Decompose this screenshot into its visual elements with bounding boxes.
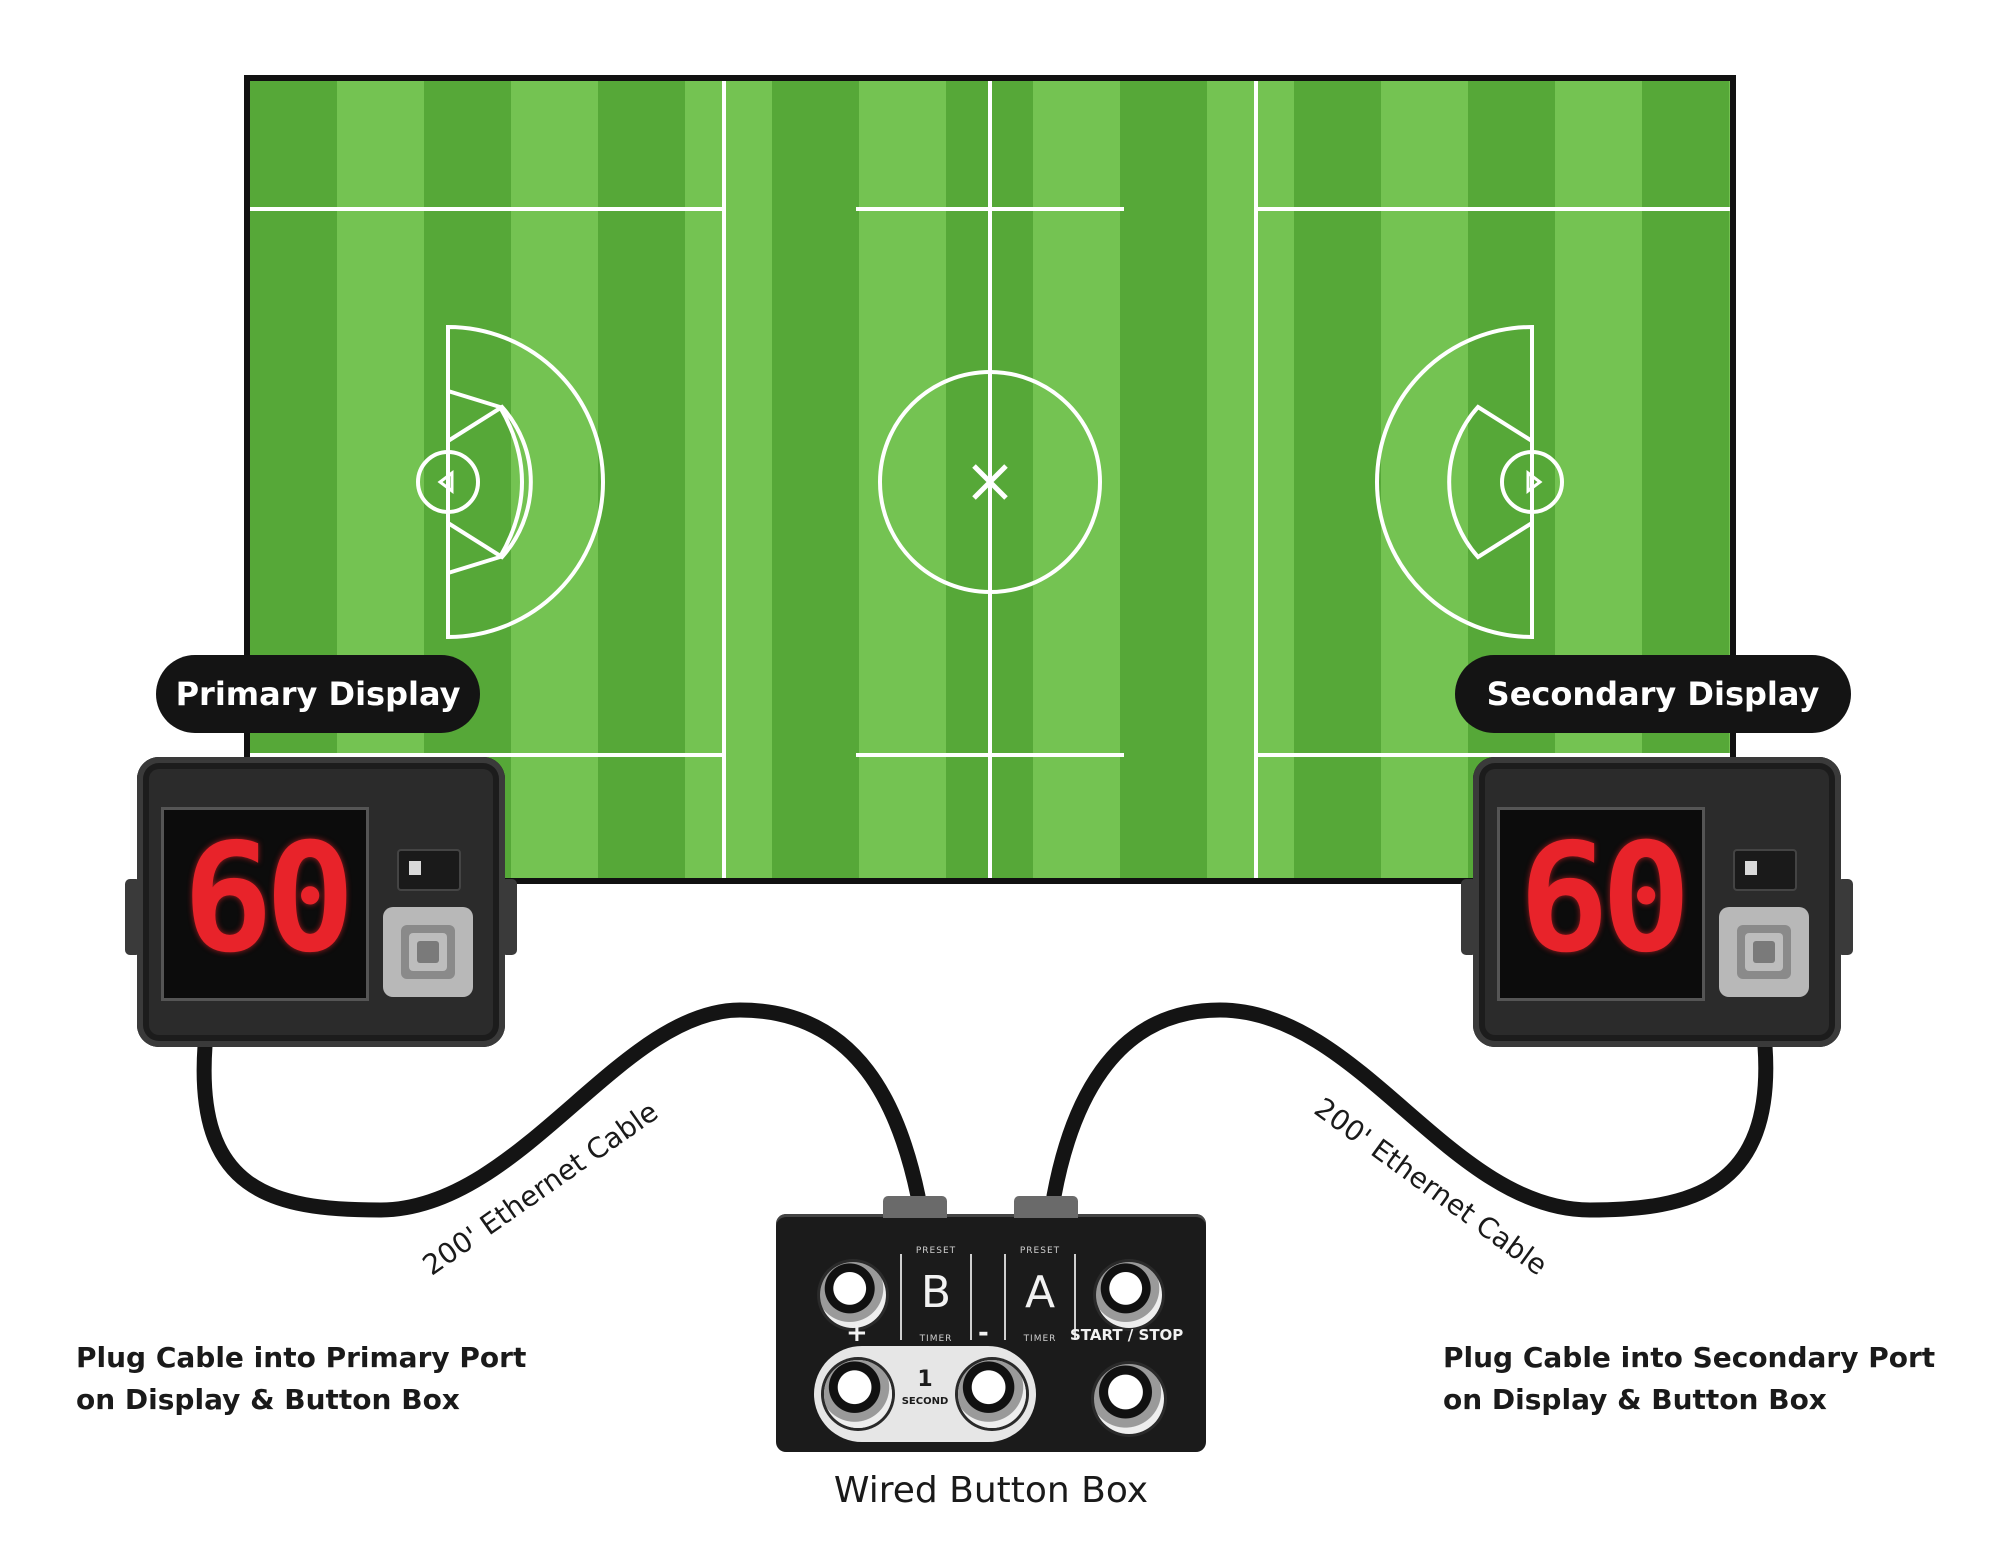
secondary-display-label: Secondary Display: [1455, 655, 1851, 733]
right-goal-crease: [1500, 450, 1564, 514]
increment-pad: 1 SECOND: [814, 1346, 1036, 1442]
receiver-unit-icon: [1733, 849, 1797, 891]
left-goal-area-arc: [446, 324, 605, 640]
preset-a-button[interactable]: [1096, 1262, 1162, 1328]
case-latch: [1837, 879, 1853, 955]
lacrosse-field: [244, 75, 1736, 884]
left-goal-crease: [416, 450, 480, 514]
primary-instruction-line2: on Display & Button Box: [76, 1383, 460, 1416]
case-latch: [1461, 879, 1477, 955]
horn-grille: [1737, 925, 1791, 979]
primary-display-label: Primary Display: [156, 655, 480, 733]
case-latch: [501, 879, 517, 955]
case-latch: [125, 879, 141, 955]
shot-clock-digits: 60: [182, 812, 356, 986]
preset-a-label-frame: PRESET A TIMER: [1004, 1246, 1076, 1344]
wired-button-box: PRESET B TIMER PRESET A TIMER + - START …: [776, 1196, 1206, 1452]
field-markings: [250, 81, 1730, 878]
minus-label: -: [978, 1318, 989, 1348]
minus-button[interactable]: [958, 1360, 1026, 1428]
primary-port-connector: [883, 1196, 947, 1218]
shot-clock-digits: 60: [1518, 812, 1692, 986]
increment-value: 1: [917, 1367, 933, 1392]
plus-button[interactable]: [824, 1360, 892, 1428]
horn-grille: [401, 925, 455, 979]
preset-b-letter: B: [920, 1267, 952, 1318]
primary-instruction: Plug Cable into Primary Port on Display …: [76, 1337, 526, 1421]
plus-label: +: [846, 1318, 868, 1348]
horn-speaker-icon: [1719, 907, 1809, 997]
led-panel: 60: [161, 807, 369, 1001]
secondary-shot-clock-display: 60: [1461, 757, 1853, 1047]
start-stop-button[interactable]: [1094, 1364, 1164, 1434]
preset-a-letter: A: [1024, 1267, 1056, 1318]
right-goal-area-arc: [1375, 324, 1534, 640]
receiver-unit-icon: [397, 849, 461, 891]
secondary-instruction: Plug Cable into Secondary Port on Displa…: [1443, 1337, 1935, 1421]
primary-instruction-line1: Plug Cable into Primary Port: [76, 1341, 527, 1374]
goal-crease-icon: [1526, 470, 1543, 494]
left-ethernet-cable: [196, 1002, 926, 1218]
primary-shot-clock-display: 60: [125, 757, 517, 1047]
preset-a-bottom-label: TIMER: [1023, 1334, 1057, 1344]
left-inner-area: [447, 389, 524, 575]
right-ethernet-cable: [1046, 1002, 1774, 1218]
secondary-instruction-line1: Plug Cable into Secondary Port: [1443, 1341, 1936, 1374]
goal-crease-icon: [437, 470, 454, 494]
increment-unit: SECOND: [901, 1396, 949, 1407]
x-mark-icon: [972, 464, 1008, 500]
horn-speaker-icon: [383, 907, 473, 997]
preset-b-top-label: PRESET: [915, 1246, 957, 1256]
button-box-caption: Wired Button Box: [833, 1470, 1149, 1511]
secondary-port-connector: [1014, 1196, 1078, 1218]
preset-a-top-label: PRESET: [1019, 1246, 1061, 1256]
preset-b-label-frame: PRESET B TIMER: [900, 1246, 972, 1344]
led-panel: 60: [1497, 807, 1705, 1001]
center-circle: [878, 370, 1102, 594]
preset-b-button[interactable]: [820, 1262, 886, 1328]
preset-b-bottom-label: TIMER: [919, 1334, 953, 1344]
secondary-instruction-line2: on Display & Button Box: [1443, 1383, 1827, 1416]
start-stop-label: START / STOP: [1070, 1326, 1184, 1344]
